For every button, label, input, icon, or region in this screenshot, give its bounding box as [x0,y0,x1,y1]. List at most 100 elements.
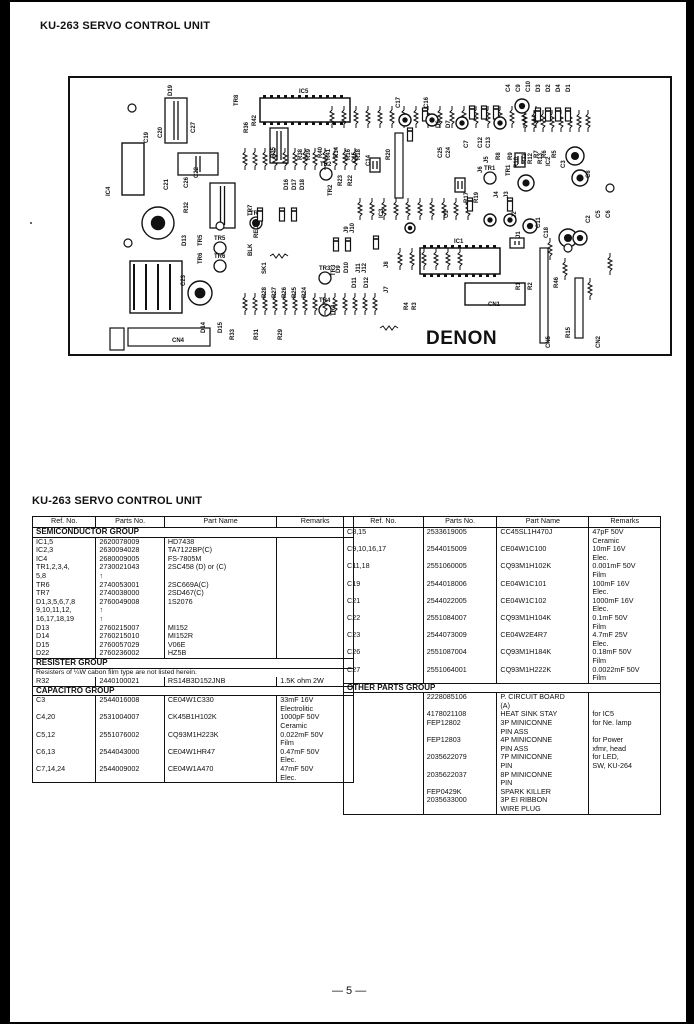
component-label: BLK [248,243,254,256]
connector-cn3 [127,327,211,347]
parts-no-cell: 2760215007 [95,623,165,633]
column-header: Part Name [163,516,278,528]
component-label: J11 [356,263,362,273]
column-header: Ref. No. [343,516,424,528]
component-label: R6 [542,150,548,158]
transistor [318,271,332,285]
resistor-symbol [301,296,309,312]
part-name-cell: FS-7805M [163,554,278,564]
ref-no-cell: C9,10,16,17 [343,545,424,554]
part-name-cell [496,605,590,614]
resistor-symbol [368,201,376,217]
ic-pin [451,245,454,248]
ic-chip [259,97,351,123]
component-label: C5 [596,210,602,218]
ref-no-cell: C5,12 [31,730,97,740]
remarks-cell: Elec. [588,605,661,614]
parts-no-cell: 2551084007 [422,613,498,623]
component-label: D11 [352,277,358,288]
remarks-cell: for LED, [588,753,661,763]
ref-no-cell [343,753,424,763]
part-name-cell: PIN ASS [496,727,590,737]
remarks-cell: for Ne. lamp [588,718,661,728]
part-name-cell [163,704,278,714]
resistor-symbol [539,113,547,129]
part-name-cell: MI152R [163,632,278,641]
part-name-cell [496,553,590,563]
table-row: 16,17,18,19↑ [31,614,354,624]
diode-body [466,197,474,212]
component-label: C26 [184,176,190,188]
page-title: KU-263 SERVO CONTROL UNIT [40,20,211,32]
remarks-cell: 0.18mF 50V [588,648,661,657]
remarks-cell [276,563,354,572]
part-name-cell: CQ93M1H223K [163,730,278,740]
resistor-symbol [546,241,554,257]
component-label: J3 [504,191,510,198]
resistor-symbol [271,296,279,312]
resistor-symbol [379,325,399,331]
resistor-symbol [561,261,569,277]
resistor-symbol [371,296,379,312]
part-name-cell: 2SD467(C) [163,589,278,598]
resistor-symbol [281,151,289,167]
component-label: C9 [516,84,522,92]
ref-no-cell [343,727,424,737]
ref-no-cell: C21 [343,596,424,606]
ref-no-cell [343,639,424,649]
diode-body [480,105,488,120]
component-label: R16 [346,148,352,160]
remarks-cell: 1000mF 16V [588,596,661,606]
component-label: J7 [384,286,390,293]
part-name-cell [163,722,278,731]
resistor-symbol [241,151,249,167]
resistor-symbol [261,296,269,312]
ref-no-cell [343,770,424,780]
part-name-cell [163,571,278,581]
remarks-cell: Elec. [588,588,661,597]
resistor-symbol [352,109,360,125]
transistor-label: TR1 [484,166,496,172]
part-name-cell [496,674,590,684]
ic-pin [472,245,475,248]
ic-pin [437,274,440,277]
transistor-label: TR5 [214,236,226,242]
regulator-ic4 [121,142,145,196]
component-label: R42 [252,114,258,126]
ref-no-cell [343,744,424,754]
parts-no-cell: 2544015009 [422,545,498,554]
mounting-hole [563,243,573,253]
table-row: 5,8↑ [31,571,354,581]
ic-pin [333,122,336,125]
part-name-cell: CQ93M1H184K [496,648,590,657]
remarks-cell: 0.1mF 50V [588,613,661,623]
component-label: C1 [444,210,450,218]
component-label: R25 [292,286,298,298]
remarks-cell: SW, KU-264 [588,761,661,771]
ref-no-cell [343,736,424,745]
diode-body [344,237,352,252]
component-label: R5 [552,150,558,158]
resistor-symbol [412,109,420,125]
resistor-symbol [452,201,460,217]
remarks-cell [276,623,354,633]
table-row: Ceramic [343,536,661,546]
resistor-symbol [586,281,594,297]
resistor-symbol [396,251,404,267]
ref-no-cell [343,762,424,771]
component-label: R11 [522,153,528,164]
ref-no-cell [343,692,424,702]
diode-body [278,207,286,222]
parts-no-cell: 2760236002 [95,648,165,659]
parts-no-cell: 2551064001 [422,665,498,675]
ic-pin [326,95,329,98]
remarks-cell: for Power [588,736,661,745]
connector-label: CN4 [172,338,185,344]
film-capacitor [514,152,526,168]
